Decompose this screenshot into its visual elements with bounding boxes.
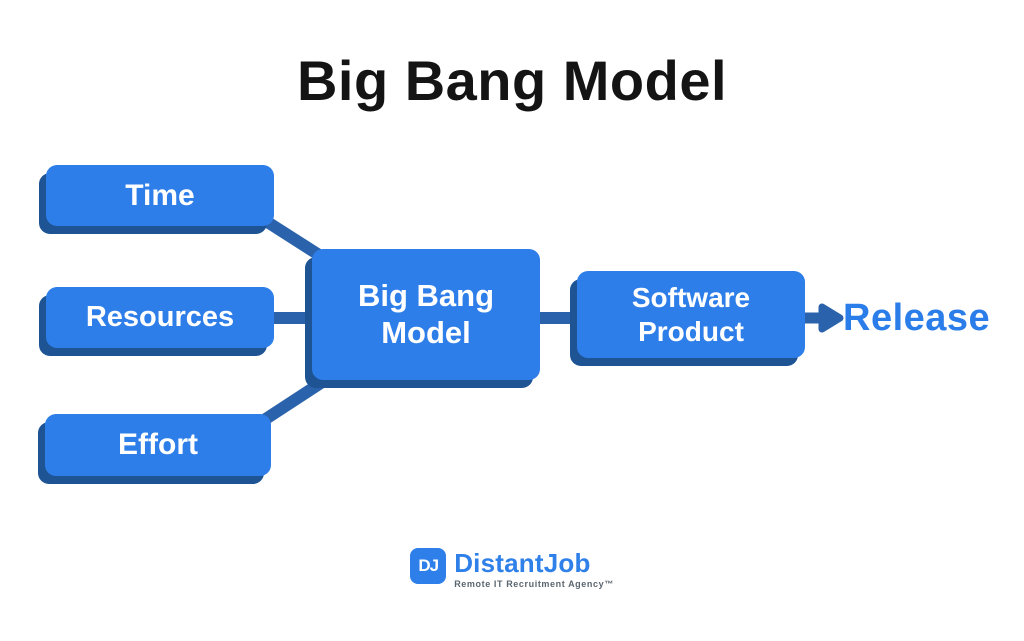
output-box-software-product: Software Product [577,271,805,358]
release-arrowhead-icon [818,303,844,333]
connector-effort-to-center [254,371,334,430]
input-box-resources: Resources [46,287,274,348]
release-label: Release [843,297,991,339]
distantjob-brand-name: DistantJob [454,548,591,578]
center-box-label: Big Bang Model [357,277,495,350]
input-box-time: Time [46,165,274,226]
input-box-effort-label: Effort [118,428,198,462]
input-box-time-label: Time [125,178,195,212]
distantjob-logo: DJ DistantJob Remote IT Recruitment Agen… [0,548,1024,589]
input-box-resources-label: Resources [85,301,235,334]
distantjob-logo-text: DistantJob Remote IT Recruitment Agency™ [454,548,614,589]
distantjob-tagline: Remote IT Recruitment Agency™ [454,579,614,589]
output-box-label: Software Product [631,282,751,347]
distantjob-logo-icon: DJ [410,548,447,584]
input-box-effort: Effort [45,414,271,476]
page-title: Big Bang Model [296,49,728,112]
center-box-big-bang-model: Big Bang Model [312,249,540,380]
